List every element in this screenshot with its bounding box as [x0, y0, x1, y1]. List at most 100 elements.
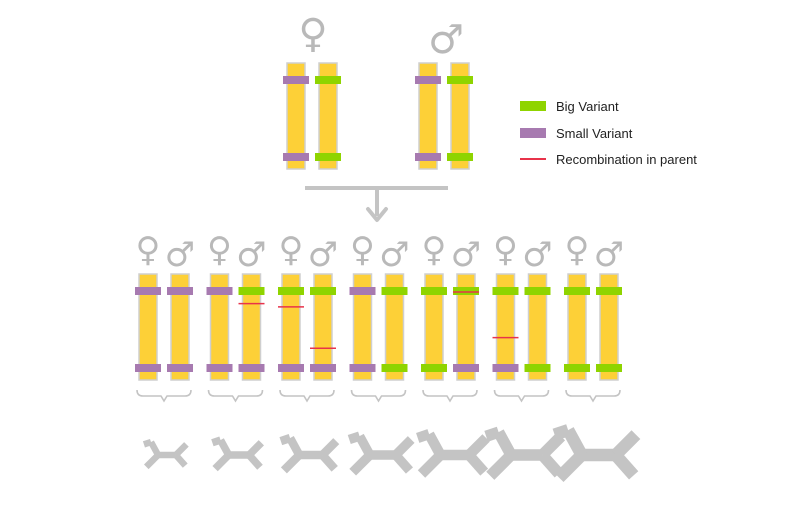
parent-female-chromosome-1-bottom-variant	[283, 153, 309, 161]
offspring-4-male-chromosome-bottom-variant	[381, 364, 408, 372]
offspring-4-male-chromosome	[384, 273, 405, 381]
offspring-7-bracket	[565, 389, 621, 403]
offspring-6-female-chromosome-bottom-variant	[492, 364, 519, 372]
branch-a	[355, 433, 375, 458]
offspring-7-female-chromosome-bottom-variant	[564, 364, 590, 372]
branch-c	[173, 452, 188, 468]
offspring-6-male-chromosome	[527, 273, 548, 381]
offspring-7-female-chromosome	[567, 273, 587, 381]
offspring-1-male-chromosome-top-variant	[167, 287, 193, 295]
offspring-1-bracket	[136, 389, 192, 403]
offspring-5-male-chromosome-bottom-variant	[453, 364, 479, 372]
branch-c	[538, 451, 564, 478]
offspring-4-bracket	[350, 389, 407, 403]
branch-a	[286, 436, 304, 458]
offspring-3-female-chromosome	[281, 273, 301, 381]
stem-left	[144, 452, 161, 470]
offspring-5-male-chromosome	[456, 273, 476, 381]
offspring-6-plant-icon	[484, 426, 566, 480]
offspring-6-male-chromosome-bottom-variant	[524, 364, 551, 372]
offspring-6-female-symbol-icon: ♀	[493, 230, 518, 270]
male-symbol-icon: ♂	[428, 17, 464, 63]
stem-left	[486, 450, 516, 480]
offspring-6-bracket	[493, 389, 550, 403]
branch-c	[610, 450, 639, 480]
offspring-2-plant-icon	[211, 436, 264, 472]
leaf-a	[279, 434, 292, 446]
female-symbol-icon: ♀	[298, 11, 328, 57]
branch-a	[148, 440, 161, 457]
legend-item-big: Big Variant	[520, 97, 619, 115]
parent-male-chromosome-1-top-variant	[415, 76, 441, 84]
offspring-6-female-chromosome-top-variant	[492, 287, 519, 295]
branch-b	[246, 440, 264, 458]
offspring-2-female-symbol-icon: ♀	[207, 230, 232, 270]
offspring-2-female-chromosome-top-variant	[206, 287, 233, 295]
branch-c	[392, 451, 413, 474]
offspring-1-male-symbol-icon: ♂	[164, 235, 196, 275]
offspring-5-plant-icon	[416, 429, 490, 478]
offspring-2-female-chromosome-bottom-variant	[206, 364, 233, 372]
offspring-1-female-chromosome-bottom-variant	[135, 364, 161, 372]
offspring-4-female-chromosome-top-variant	[349, 287, 376, 295]
branch-a	[217, 438, 232, 457]
parent-female-chromosome-2-bottom-variant	[315, 153, 341, 161]
parent-male-chromosome-1-bottom-variant	[415, 153, 441, 161]
offspring-5-male-symbol-icon: ♂	[450, 235, 482, 275]
legend-label-big: Big Variant	[556, 98, 619, 114]
offspring-2-bracket	[207, 389, 264, 403]
offspring-3-female-symbol-icon: ♀	[278, 230, 304, 270]
offspring-4-female-symbol-icon: ♀	[350, 230, 375, 270]
branch-a	[493, 429, 517, 458]
offspring-5-female-chromosome	[424, 273, 444, 381]
offspring-5-bracket	[422, 389, 478, 403]
offspring-1-plant-icon	[142, 438, 189, 470]
offspring-6-male-symbol-icon: ♂	[522, 235, 553, 275]
leaf-a	[552, 424, 571, 441]
offspring-7-male-chromosome-top-variant	[596, 287, 622, 295]
offspring-3-male-chromosome	[313, 273, 333, 381]
leaf-a	[347, 431, 362, 445]
leaf-a	[416, 429, 431, 443]
stem-left	[212, 452, 232, 472]
branch-c	[246, 452, 263, 470]
stem-left	[554, 450, 587, 482]
branch-a	[424, 431, 446, 458]
leaf-a	[142, 438, 153, 448]
offspring-7-plant-icon	[552, 424, 641, 482]
branch-b	[173, 442, 189, 458]
offspring-4-plant-icon	[347, 431, 415, 476]
legend-label-small: Small Variant	[556, 125, 633, 141]
offspring-7-male-chromosome-bottom-variant	[596, 364, 622, 372]
offspring-6-female-chromosome	[495, 273, 516, 381]
branch-b	[465, 434, 490, 459]
offspring-3-female-chromosome-bottom-variant	[278, 364, 304, 372]
offspring-5-female-symbol-icon: ♀	[421, 230, 447, 270]
parent-female-chromosome-1	[286, 62, 306, 170]
parent-male-chromosome-2-bottom-variant	[447, 153, 473, 161]
legend-label-recombination: Recombination in parent	[556, 151, 697, 167]
offspring-2-female-chromosome	[209, 273, 230, 381]
offspring-1-female-chromosome	[138, 273, 158, 381]
offspring-3-male-symbol-icon: ♂	[307, 235, 339, 275]
offspring-2-male-chromosome	[241, 273, 262, 381]
offspring-7-male-symbol-icon: ♂	[593, 235, 625, 275]
offspring-2-male-symbol-icon: ♂	[236, 235, 267, 275]
offspring-7-female-symbol-icon: ♀	[564, 230, 590, 270]
branch-c	[465, 451, 489, 476]
offspring-3-bracket	[279, 389, 335, 403]
leaf-a	[211, 436, 222, 447]
offspring-1-male-chromosome	[170, 273, 190, 381]
legend-item-small: Small Variant	[520, 124, 632, 142]
small-variant-swatch	[520, 128, 546, 138]
offspring-2-male-chromosome-top-variant	[238, 287, 265, 295]
branch-b	[319, 438, 340, 458]
offspring-1-male-chromosome-bottom-variant	[167, 364, 193, 372]
parent-female-chromosome-1-top-variant	[283, 76, 309, 84]
offspring-5-male-chromosome-top-variant	[453, 287, 479, 295]
offspring-3-female-chromosome-top-variant	[278, 287, 304, 295]
stem-left	[280, 452, 303, 474]
offspring-3-male-chromosome-top-variant	[310, 287, 336, 295]
